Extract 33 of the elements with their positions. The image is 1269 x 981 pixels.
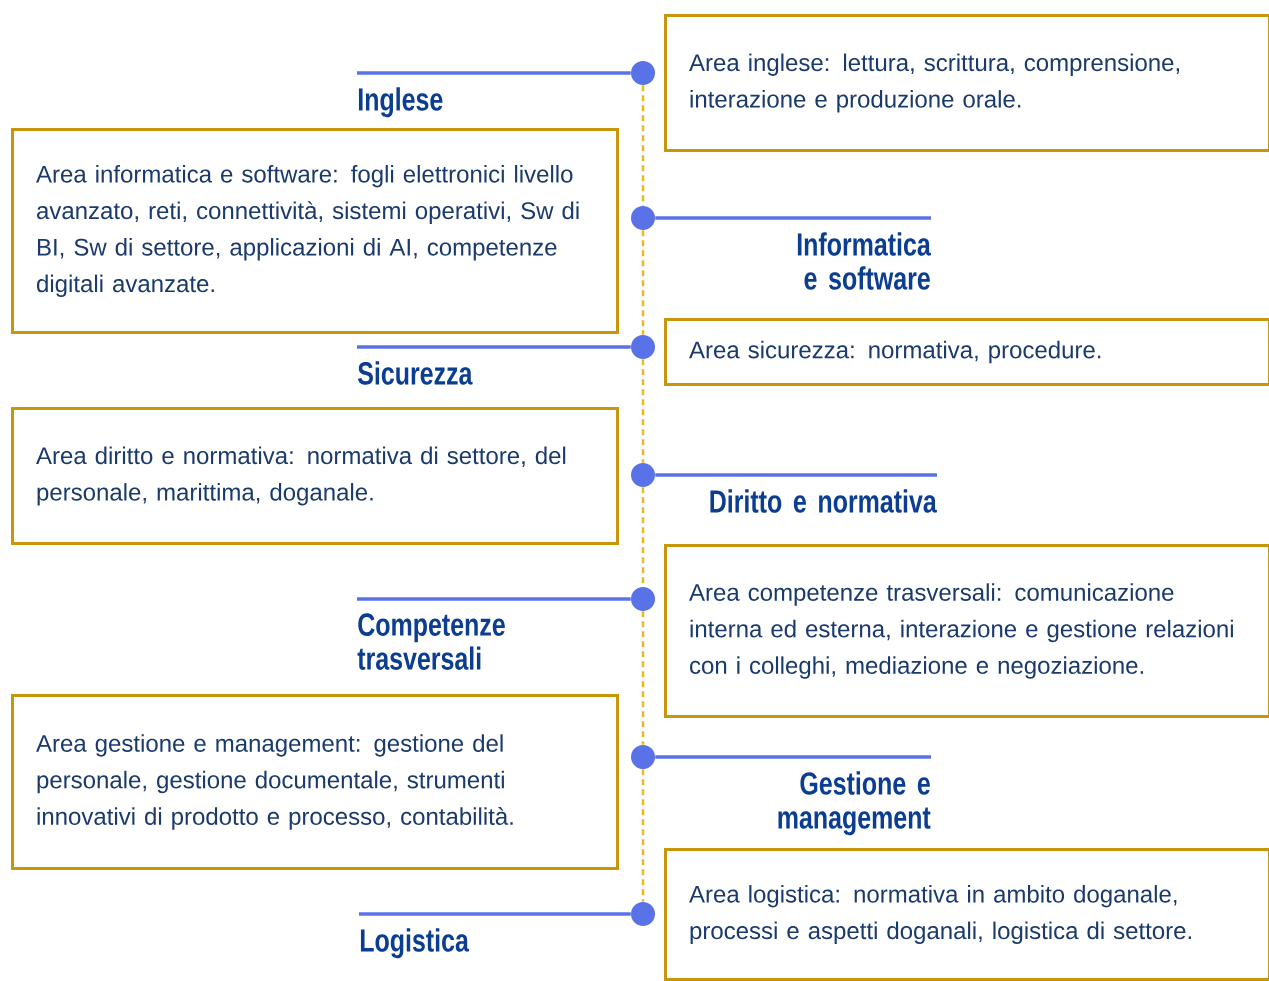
timeline-line: [641, 359, 645, 463]
timeline-dot: [631, 745, 655, 769]
section-heading: Logistica: [360, 928, 469, 959]
section-heading: Inglese: [358, 87, 443, 118]
text-box: Area competenze trasversali: comunicazione interna ed esterna, interazione e gestione relazioni con i colleghi, mediazione e negoziazione.: [664, 544, 1269, 718]
text-box: Area logistica: normativa in ambito doganale, processi e aspetti doganali, logistica di settore.: [664, 848, 1269, 981]
timeline-line: [641, 769, 645, 902]
connector-line: [655, 755, 931, 759]
timeline-line: [641, 85, 645, 206]
text-box: Area inglese: lettura, scrittura, comprensione, interazione e produzione orale.: [664, 14, 1269, 152]
timeline-dot: [631, 902, 655, 926]
text-box: Area gestione e management: gestione del personale, gestione documentale, strumenti innovativi di prodotto e processo, contabilità.: [11, 694, 619, 870]
section-heading: Diritto e normativa: [710, 489, 937, 513]
timeline-dot: [631, 463, 655, 487]
connector-line: [357, 597, 631, 601]
connector-line: [359, 912, 631, 916]
timeline-dot: [631, 61, 655, 85]
connector-line: [655, 216, 931, 220]
timeline-line: [641, 611, 645, 745]
section-heading: Competenze trasversali: [357, 613, 505, 670]
timeline-dot: [631, 206, 655, 230]
text-box: Area informatica e software: fogli elettronici livello avanzato, reti, connettività, sistemi operativi, Sw di BI, Sw di settore, applicazioni di AI, competenze digitali avanzate.: [11, 128, 619, 334]
connector-line: [655, 473, 937, 477]
section-heading: Gestione e management: [778, 771, 931, 836]
section-heading: Informatica e software: [797, 232, 931, 290]
timeline-dot: [631, 587, 655, 611]
connector-line: [357, 71, 631, 75]
timeline-dot: [631, 335, 655, 359]
text-box: Area diritto e normativa: normativa di settore, del personale, marittima, doganale.: [11, 407, 619, 545]
section-heading: Sicurezza: [358, 361, 473, 385]
connector-line: [357, 345, 631, 349]
text-box: Area sicurezza: normativa, procedure.: [664, 318, 1269, 386]
timeline-line: [641, 230, 645, 335]
